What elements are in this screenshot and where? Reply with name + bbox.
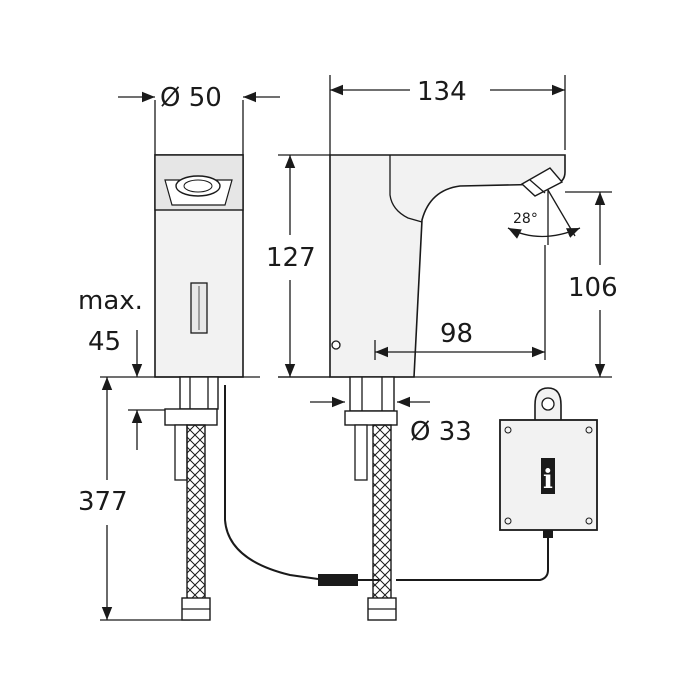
sensor-cable <box>224 385 319 580</box>
mounting-nut-side <box>349 376 395 412</box>
mounting-hole <box>541 397 555 411</box>
dim-max-45: 45 <box>88 327 121 357</box>
dim-diameter-50: Ø 50 <box>160 83 222 113</box>
screw <box>585 517 593 525</box>
dim-127: 127 <box>266 243 316 273</box>
threaded-rod <box>174 424 188 481</box>
mounting-nut-front <box>179 376 219 410</box>
sensor-dot <box>331 340 341 350</box>
dim-134: 134 <box>417 77 467 107</box>
control-box: i <box>499 387 598 538</box>
info-label-bg <box>541 458 555 494</box>
dim-max-label: max. <box>78 286 143 316</box>
screw <box>585 426 593 434</box>
dim-diameter-33: Ø 33 <box>410 417 472 447</box>
control-cable <box>396 535 549 581</box>
dim-angle-28: 28° <box>513 211 538 227</box>
angle-arc <box>507 227 581 239</box>
front-view: Ø 50 max. 45 377 <box>78 83 380 621</box>
dim-106: 106 <box>568 273 618 303</box>
mounting-plate-front <box>164 408 218 426</box>
body-contour <box>389 155 423 223</box>
braided-hose-front <box>186 424 206 601</box>
screw <box>504 517 512 525</box>
threaded-rod-side <box>354 424 368 481</box>
dim-377: 377 <box>78 487 128 517</box>
braided-hose-side <box>372 424 392 601</box>
cable-gland <box>543 530 553 538</box>
info-icon: i <box>543 465 553 495</box>
mounting-plate-side <box>344 410 398 426</box>
side-view: 134 127 28° 106 98 <box>266 75 618 621</box>
spout-outlet <box>520 167 564 197</box>
cable-connector <box>318 574 358 586</box>
screw <box>504 426 512 434</box>
dim-98: 98 <box>440 319 473 349</box>
faucet-body-side <box>329 154 566 378</box>
